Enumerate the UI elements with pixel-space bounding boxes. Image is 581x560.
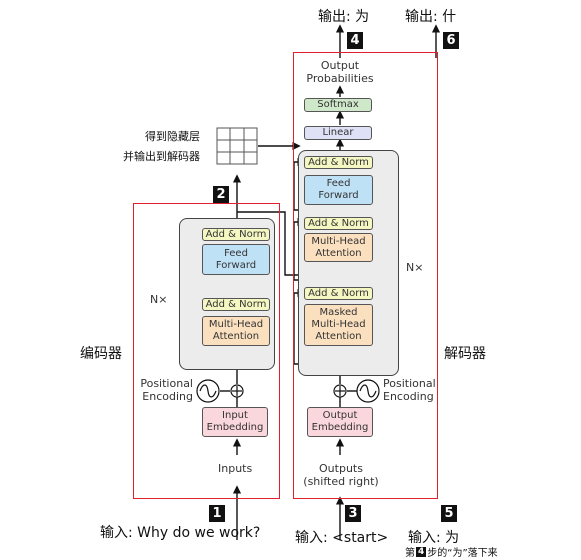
decoder-outline	[293, 52, 438, 499]
step-badge-5: 5	[441, 505, 457, 522]
hidden-layer-line-2: 并输出到解码器	[123, 150, 200, 163]
step-badge-3: 3	[345, 505, 361, 522]
decoder-add-norm-2: Add & Norm	[304, 217, 373, 230]
encoder-multi-head-attention: Multi-Head Attention	[202, 316, 270, 346]
linear-block: Linear	[304, 126, 372, 140]
encoder-add-norm-bottom: Add & Norm	[202, 298, 270, 311]
encoder-feed-forward: Feed Forward	[202, 244, 270, 275]
step-note: 第 4 步的“为”落下来	[405, 544, 498, 559]
decoder-nx-label: N×	[406, 261, 424, 274]
encoder-nx-label: N×	[150, 293, 168, 306]
step-note-suffix: 步的“为”落下来	[427, 548, 498, 559]
decoder-multi-head-attention: Multi-Head Attention	[304, 233, 373, 262]
input-embedding-block: Input Embedding	[202, 407, 268, 437]
step-badge-2: 2	[213, 186, 229, 203]
input-3-label: 输入: <start>	[295, 530, 389, 546]
output-probabilities-label: Output Probabilities	[306, 59, 374, 85]
decoder-positional-encoding-label: Positional Encoding	[383, 377, 436, 403]
decoder-add-norm-1: Add & Norm	[304, 156, 373, 169]
step-badge-1: 1	[209, 505, 225, 522]
step-note-badge: 4	[416, 546, 427, 557]
decoder-add-norm-3: Add & Norm	[304, 287, 373, 300]
input-5-label: 输入: 为	[408, 530, 460, 546]
inputs-label: Inputs	[218, 462, 253, 475]
decoder-side-label: 解码器	[444, 346, 486, 362]
output-embedding-block: Output Embedding	[307, 407, 373, 437]
encoder-outline	[133, 203, 280, 499]
step-badge-6: 6	[443, 32, 459, 49]
encoder-side-label: 编码器	[80, 346, 122, 362]
outputs-shifted-right-label: Outputs (shifted right)	[303, 462, 379, 488]
softmax-block: Softmax	[304, 98, 372, 112]
step-note-prefix: 第	[405, 548, 415, 559]
output-6-label: 输出: 什	[405, 9, 457, 25]
decoder-masked-multi-head-attention: Masked Multi-Head Attention	[304, 304, 373, 346]
input-1-label: 输入: Why do we work?	[100, 525, 261, 541]
decoder-feed-forward: Feed Forward	[304, 175, 373, 205]
step-badge-4: 4	[347, 32, 363, 49]
hidden-layer-line-1: 得到隐藏层	[145, 130, 200, 143]
encoder-positional-encoding-label: Positional Encoding	[140, 377, 193, 403]
output-4-label: 输出: 为	[318, 9, 370, 25]
encoder-add-norm-top: Add & Norm	[202, 228, 270, 241]
